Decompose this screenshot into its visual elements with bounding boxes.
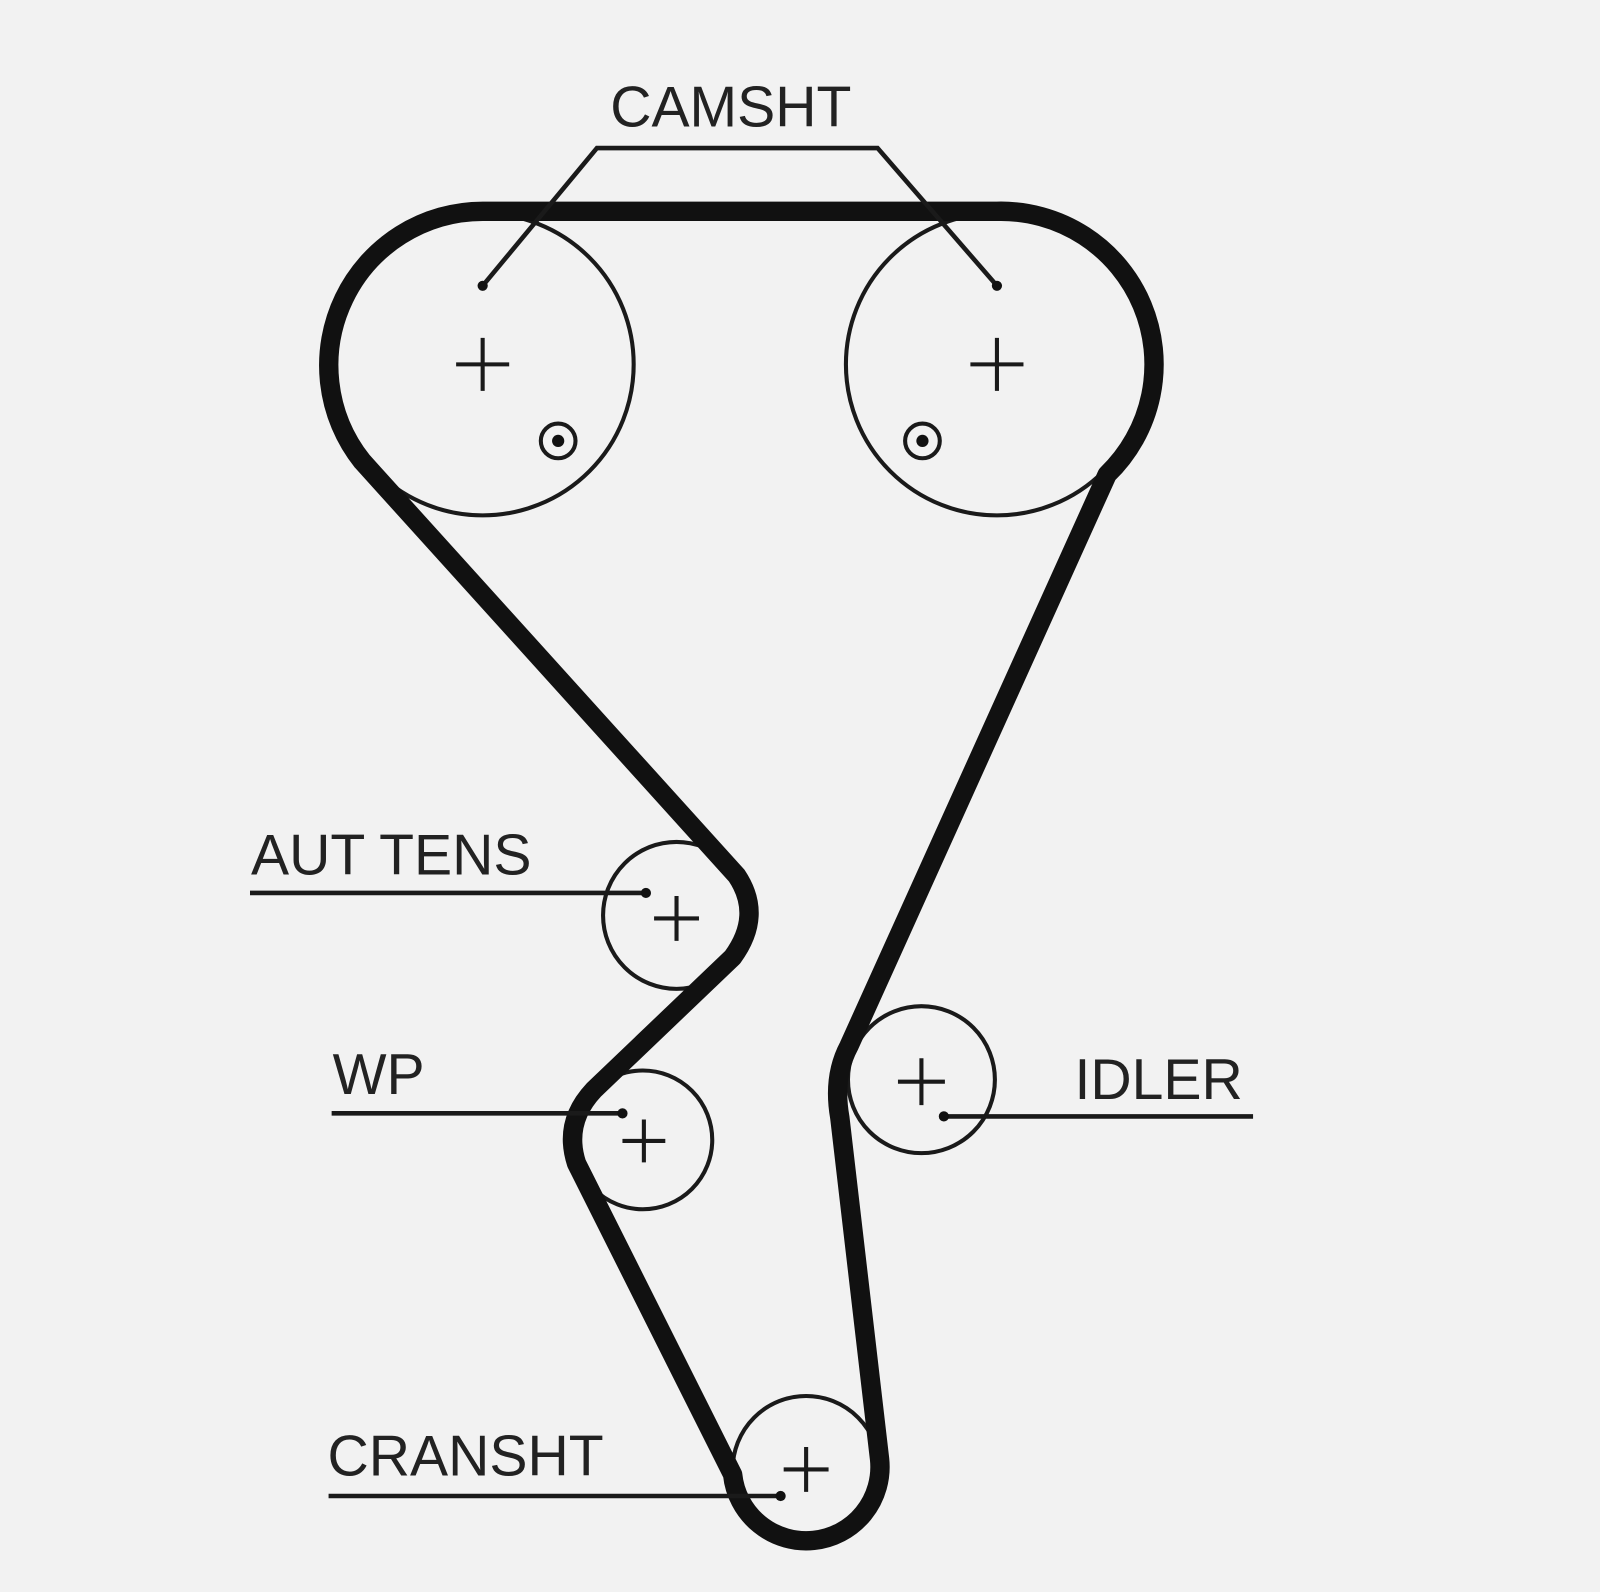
crankshaft-label: CRANSHT	[328, 1425, 604, 1489]
center-cross-icon	[654, 896, 699, 941]
crankshaft-leader	[328, 1490, 786, 1502]
center-cross-icon	[456, 337, 510, 391]
idler-label: IDLER	[1074, 1048, 1242, 1112]
idler-pulley	[845, 1004, 997, 1156]
center-cross-icon	[897, 1058, 945, 1106]
center-cross-icon	[970, 337, 1024, 391]
auto-tensioner-label: AUT TENS	[251, 824, 531, 888]
water-pump-label: WP	[333, 1043, 425, 1107]
water-pump-leader	[331, 1108, 628, 1119]
center-cross-icon	[783, 1447, 829, 1492]
timing-mark-icon	[903, 421, 942, 461]
camshaft-label: CAMSHT	[610, 76, 851, 140]
timing-mark-icon	[538, 421, 578, 461]
auto-tensioner-leader	[250, 887, 652, 899]
timing-belt	[319, 201, 1164, 1551]
center-cross-icon	[622, 1119, 666, 1163]
camshaft-leader	[477, 145, 1003, 291]
idler-leader	[938, 1111, 1254, 1122]
